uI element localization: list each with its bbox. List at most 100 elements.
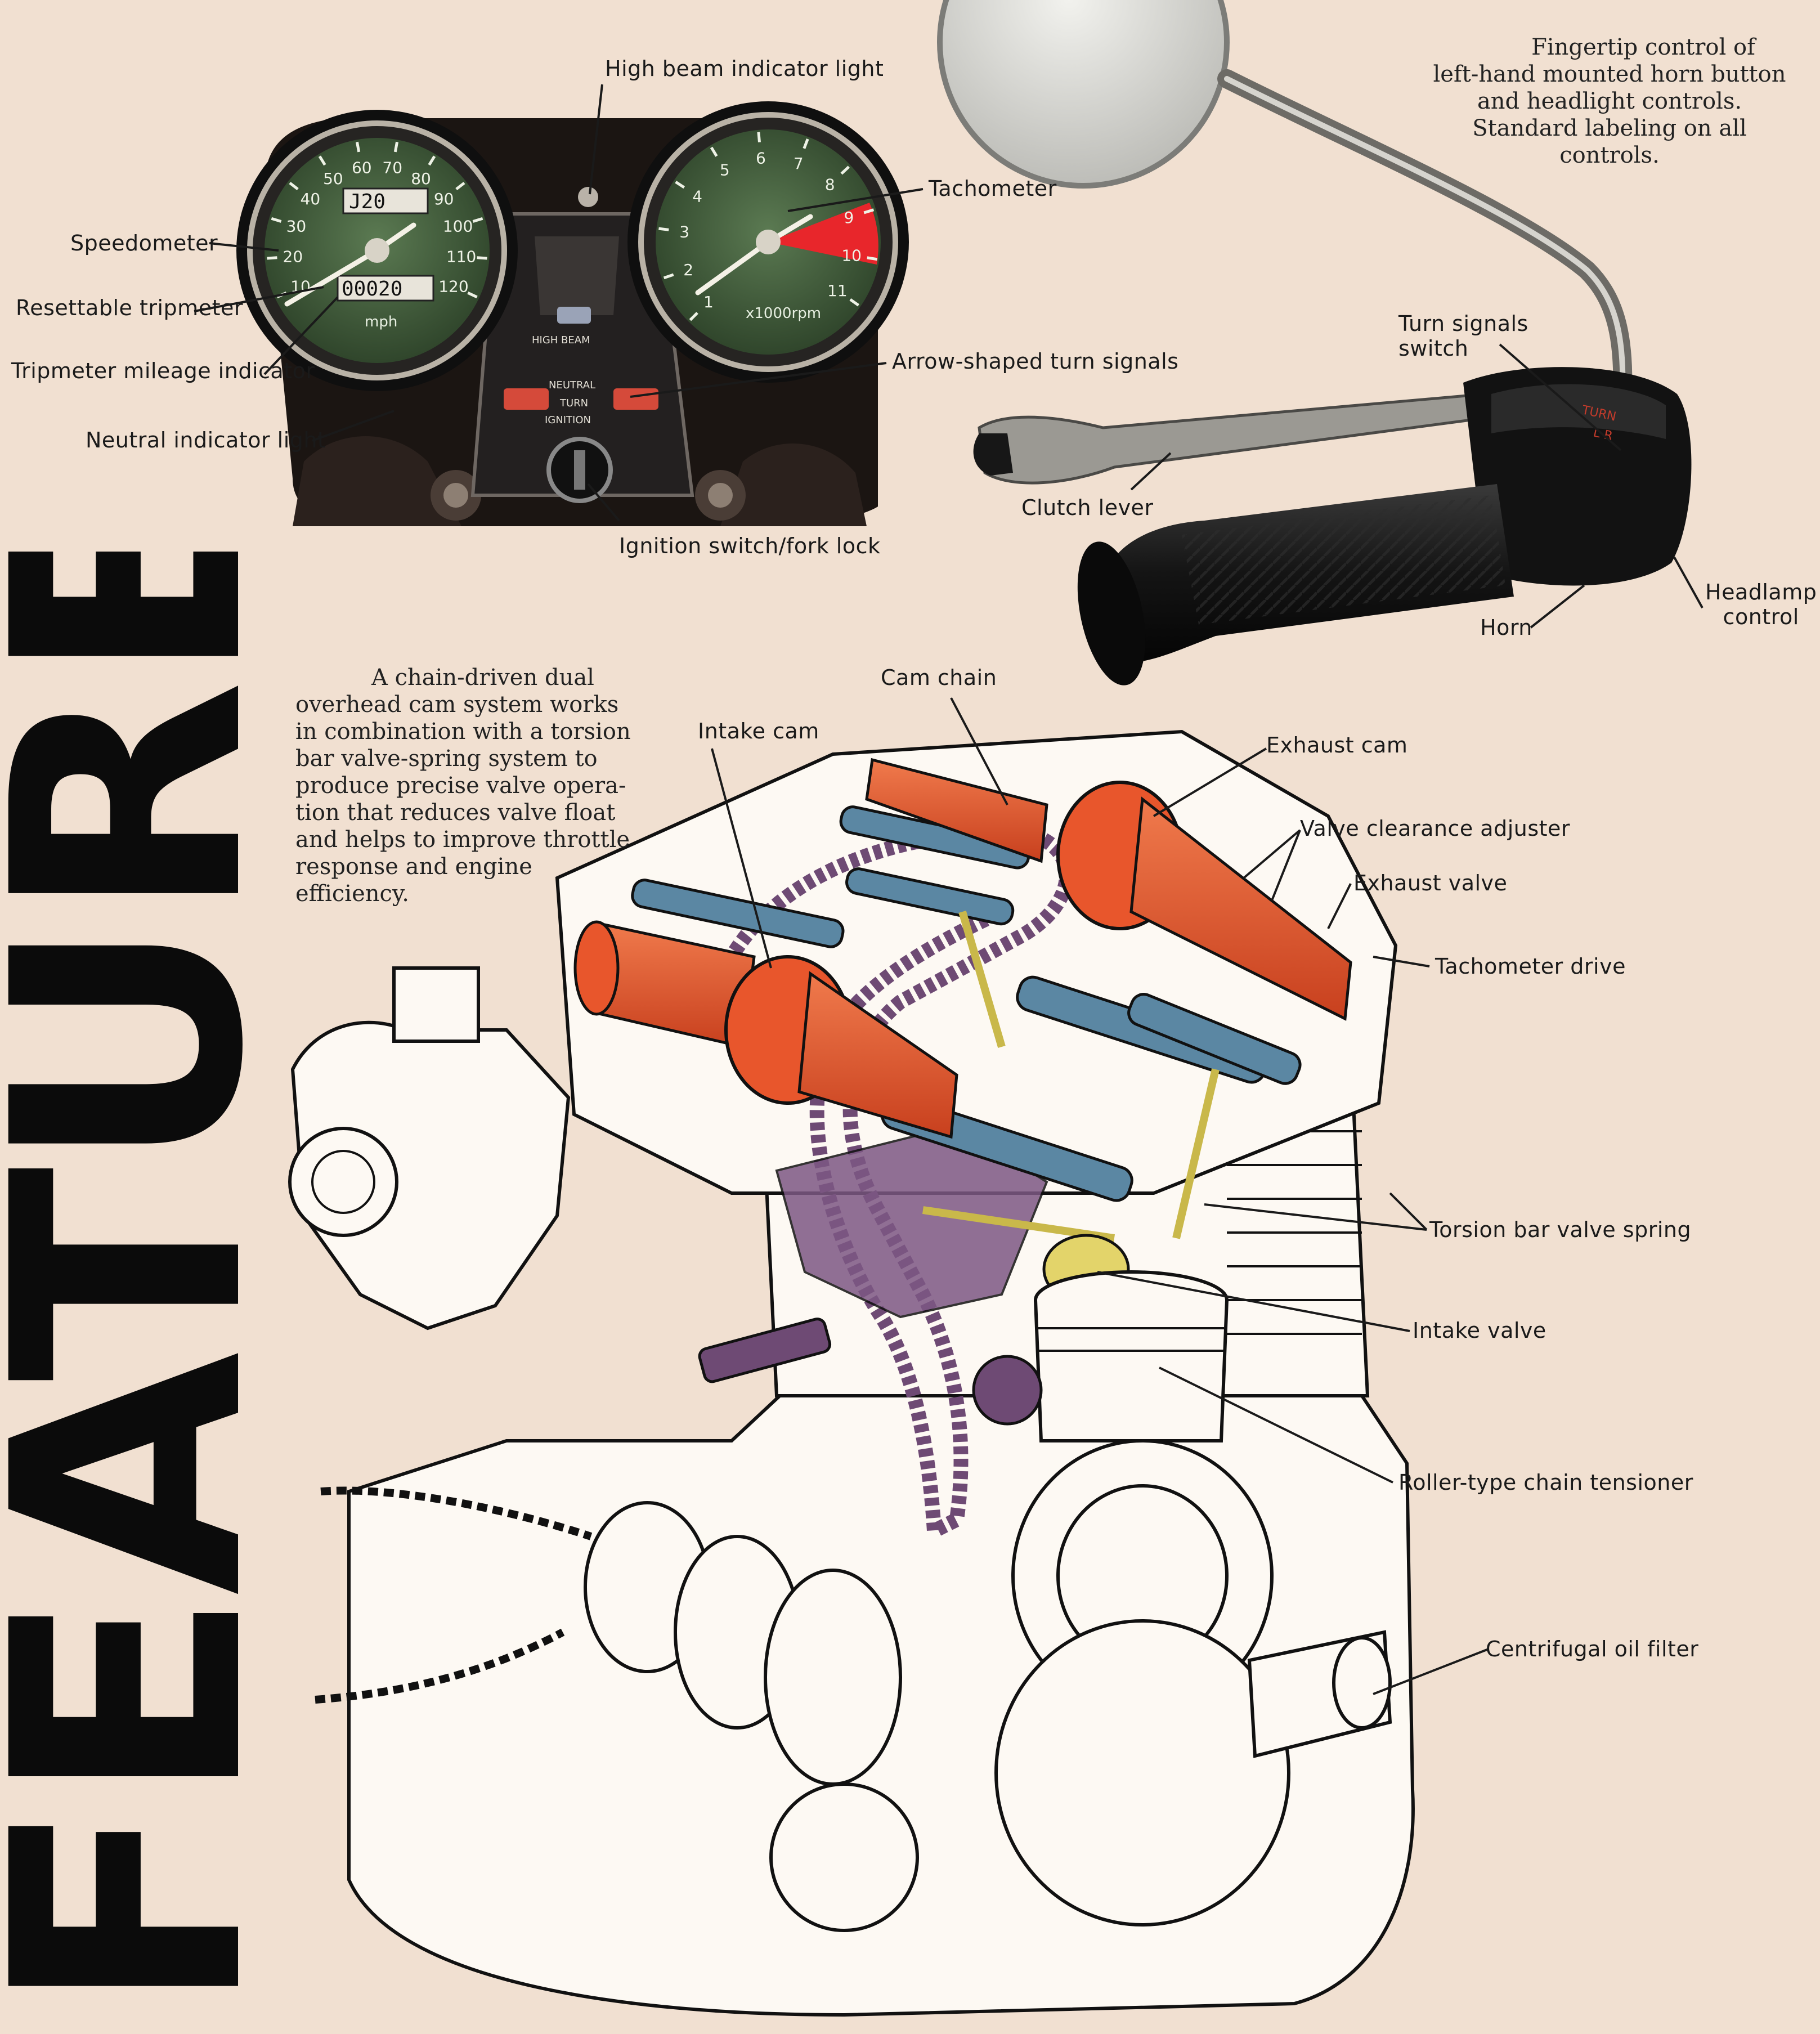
gauge-tick-label: 11: [827, 281, 848, 300]
engine-caption-line: response and engine: [295, 854, 532, 880]
gauge-tick-mark: [757, 132, 761, 142]
gauge-tick-mark: [355, 141, 361, 153]
gauge-tick-label: 10: [841, 246, 862, 265]
features-headline-text: FEATURES: [0, 552, 259, 2015]
gauge-tick-mark: [455, 182, 465, 191]
piston: [1034, 1270, 1229, 1442]
label-ignition: Ignition switch/fork lock: [619, 534, 881, 558]
engine-caption-line: A chain-driven dual: [371, 665, 594, 691]
engine-caption-line: efficiency.: [295, 881, 409, 907]
gauge-tick-label: 70: [382, 158, 402, 177]
engine-leader-lines: [711, 697, 1489, 1695]
gauge-tick-mark: [675, 181, 685, 189]
speedo-unit: mph: [365, 313, 397, 330]
drive-chain: [315, 1486, 593, 1704]
control-leader-lines: [1130, 343, 1704, 629]
gauge-tick-label: 30: [286, 217, 307, 236]
label-tripmeter-mileage: Tripmeter mileage indicator: [11, 359, 315, 383]
gauge-tick-label: 9: [844, 208, 854, 227]
gauge-tick-mark: [318, 155, 326, 166]
gauge-tick-mark: [710, 146, 718, 157]
exhaust-camshaft: [865, 758, 1352, 1021]
label-exhaust-valve: Exhaust valve: [1353, 871, 1508, 895]
control-caption-line: left-hand mounted horn button: [1433, 61, 1786, 87]
gauge-tick-label: 80: [411, 169, 431, 188]
speedo-trip-counter: 00020: [342, 277, 402, 301]
label-line: Turn signals: [1398, 311, 1528, 336]
label-roller-tensioner: Roller-type chain tensioner: [1398, 1470, 1693, 1495]
label-high-beam: High beam indicator light: [605, 56, 884, 81]
engine-caption-line: produce precise valve opera-: [295, 773, 626, 799]
engine-caption: A chain-driven dual overhead cam system …: [295, 664, 631, 907]
gauge-tick-mark: [467, 291, 478, 299]
label-intake-cam: Intake cam: [698, 719, 819, 743]
label-torsion-bar: Torsion bar valve spring: [1429, 1217, 1692, 1242]
label-line: Headlamp: [1705, 580, 1817, 604]
gauge-tick-mark: [689, 312, 698, 321]
gauge-tick-label: 6: [756, 149, 766, 168]
control-caption-line: Fingertip control of: [1531, 34, 1755, 60]
gauge-tick-label: 100: [443, 217, 473, 236]
gauge-tick-label: 5: [720, 160, 730, 179]
gauge-tick-mark: [271, 217, 282, 223]
crankshaft-rotor: [994, 1439, 1392, 1927]
gauge-tick-mark: [658, 227, 669, 231]
label-tachometer: Tachometer: [929, 176, 1057, 201]
neutral-text: NEUTRAL: [549, 379, 595, 391]
label-resettable-tripmeter: Resettable tripmeter: [16, 295, 243, 320]
carburetor: [288, 966, 571, 1330]
gauge-tick-label: 7: [794, 154, 804, 173]
gauge-tick-mark: [863, 208, 875, 214]
high-beam-text: HIGH BEAM: [532, 334, 590, 346]
gauge-tick-mark: [803, 138, 809, 149]
gauge-tick-mark: [393, 141, 399, 153]
label-turn-signals-switch: Turn signals switch: [1398, 311, 1528, 361]
label-valve-clearance-adjuster: Valve clearance adjuster: [1300, 816, 1571, 841]
engine-caption-line: tion that reduces valve float: [295, 800, 616, 826]
mirror: [937, 0, 1230, 189]
neutral-indicator: [504, 388, 549, 410]
tachometer-redline: [768, 203, 878, 265]
tachometer-needle: [695, 239, 771, 295]
label-speedometer: Speedometer: [70, 231, 218, 256]
label-horn: Horn: [1480, 615, 1532, 640]
gauge-tick-label: 1: [703, 293, 714, 311]
label-clutch-lever: Clutch lever: [1021, 495, 1154, 520]
gauge-tick-label: 110: [446, 248, 476, 266]
gauge-tick-label: 20: [283, 248, 303, 266]
engine-caption-line: and helps to improve throttle: [295, 827, 630, 853]
gauge-tick-label: 90: [434, 190, 454, 208]
label-neutral-light: Neutral indicator light: [86, 428, 326, 453]
gauge-tick-mark: [849, 298, 859, 307]
label-line: control: [1723, 604, 1799, 629]
engine-caption-line: bar valve-spring system to: [295, 746, 598, 772]
gauge-tick-label: 4: [692, 187, 702, 205]
gauge-tick-label: 50: [323, 169, 343, 188]
label-cam-chain: Cam chain: [881, 665, 997, 690]
label-exhaust-cam: Exhaust cam: [1266, 733, 1408, 758]
gauge-tick-label: 120: [438, 277, 468, 295]
label-oil-filter: Centrifugal oil filter: [1486, 1637, 1699, 1661]
transmission-gears: [584, 1501, 919, 1932]
engine-cutaway: [288, 729, 1415, 2017]
label-line: switch: [1398, 336, 1469, 361]
gauge-tick-label: 60: [352, 158, 372, 177]
control-caption: Fingertip control of left-hand mounted h…: [1413, 34, 1806, 169]
speedo-odometer: J20: [349, 190, 385, 213]
gauge-tick-mark: [289, 182, 299, 191]
gauge-tick-mark: [472, 217, 483, 223]
label-tachometer-drive: Tachometer drive: [1435, 954, 1626, 979]
clutch-lever-graphic: [978, 392, 1499, 485]
gauge-tick-mark: [867, 256, 877, 261]
gauge-tick-label: 40: [301, 190, 321, 208]
tacho-unit: x1000rpm: [746, 305, 821, 322]
gauge-tick-label: 2: [683, 261, 693, 279]
torsion-bars: [922, 911, 1220, 1242]
features-headline: FEATURES: [0, 552, 259, 2015]
